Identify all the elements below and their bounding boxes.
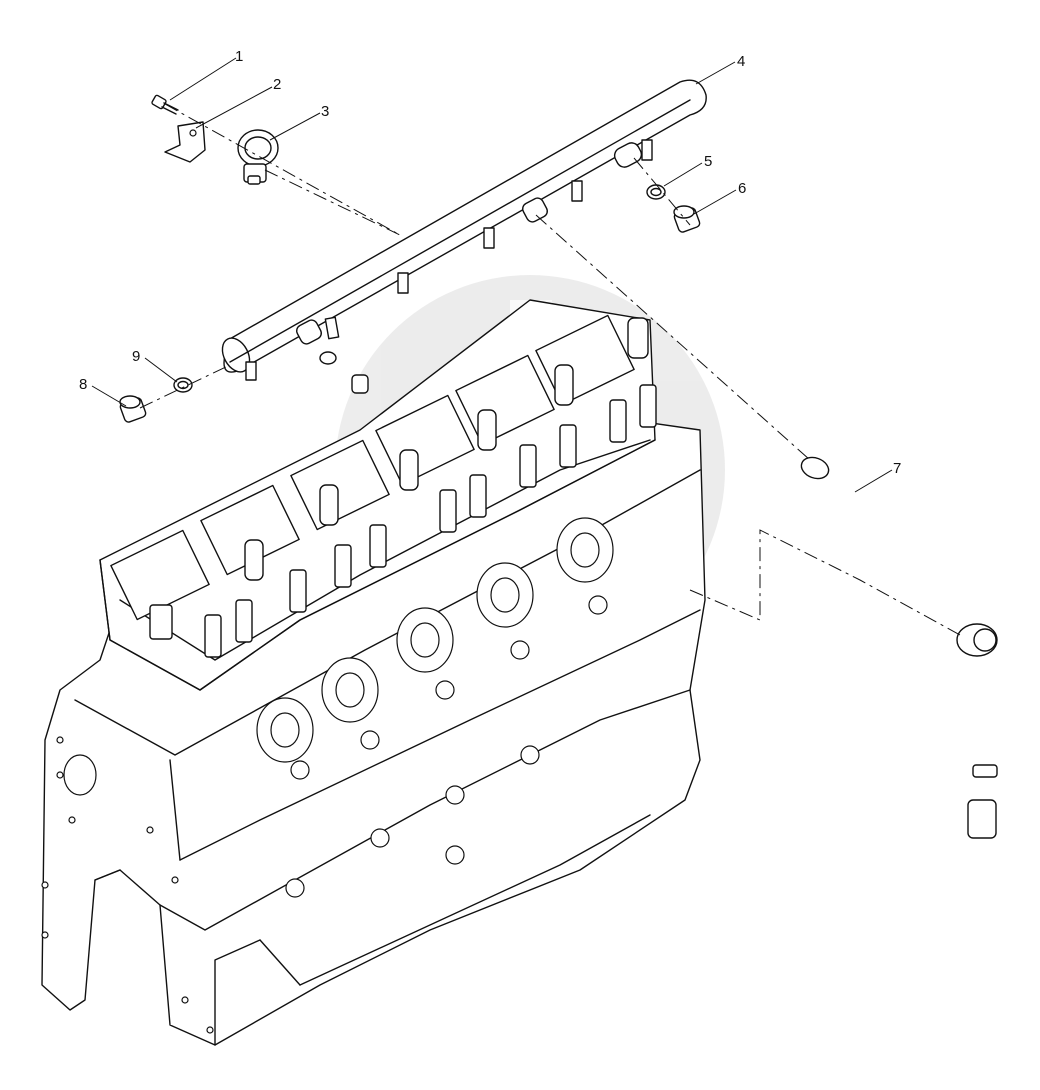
- callout-leaders: [91, 57, 893, 493]
- bracket-part: [164, 121, 206, 163]
- callout-4: 4: [737, 53, 745, 70]
- block-cylinder-bosses: [256, 517, 614, 763]
- callout-labels: 1 2 3 4 5 6 7 8 9: [79, 48, 901, 477]
- seal-ring-part-lower: [173, 377, 193, 393]
- front-plate-holes: [41, 736, 214, 1034]
- bolt-part: [151, 94, 179, 115]
- fuel-rail: [221, 79, 707, 381]
- callout-6: 6: [738, 180, 746, 197]
- engine-block: [41, 299, 706, 1046]
- callout-8: 8: [79, 376, 87, 393]
- seal-ring-part-upper: [646, 184, 666, 200]
- rail-seal-ring: [319, 351, 337, 365]
- clamp-part: [237, 129, 279, 185]
- assembly-centerlines: [139, 103, 961, 636]
- callout-1: 1: [235, 48, 243, 65]
- head-side-ports: [149, 384, 657, 658]
- callout-7: 7: [893, 460, 901, 477]
- injector-posts: [244, 317, 649, 581]
- rail-plug: [351, 374, 369, 394]
- callout-3: 3: [321, 103, 329, 120]
- callout-9: 9: [132, 348, 140, 365]
- fuel-pipe-part: [800, 456, 998, 839]
- callout-5: 5: [704, 153, 712, 170]
- lower-block-bosses: [285, 595, 608, 898]
- plug-part-lower: [119, 395, 147, 423]
- callout-2: 2: [273, 76, 281, 93]
- plug-part-upper: [673, 205, 701, 233]
